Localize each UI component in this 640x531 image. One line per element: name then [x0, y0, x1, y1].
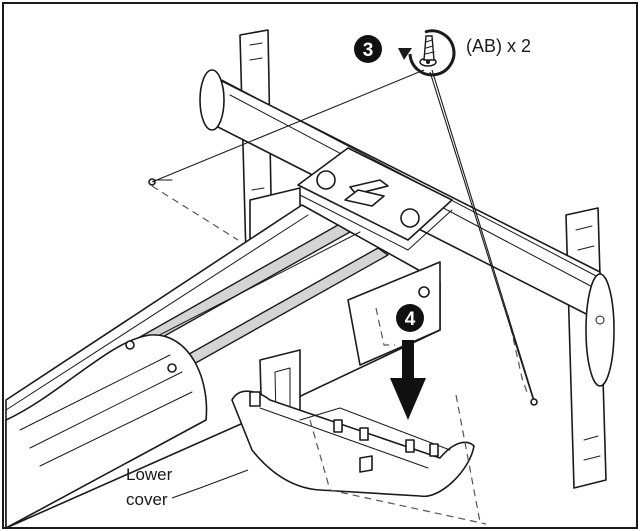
wall-bracket-assembly [148, 29, 615, 489]
step-3-quantity: (AB) x 2 [466, 36, 531, 56]
dashed-guides [151, 185, 529, 525]
extension-arm [5, 204, 441, 529]
lower-cover-label: Lower cover [126, 465, 249, 509]
screw-rotate-icon [398, 29, 456, 77]
step-4-badge: 4 [396, 304, 424, 332]
lower-cover-part [231, 390, 475, 498]
lower-cover-label-line1: Lower [126, 465, 173, 484]
step-4-number: 4 [405, 309, 416, 330]
step-3-badge: 3 [354, 35, 382, 63]
down-arrow-icon [390, 340, 426, 420]
screw-leader-lines [151, 69, 538, 406]
step-3-number: 3 [363, 40, 374, 61]
lower-cover-label-line2: cover [126, 490, 168, 509]
